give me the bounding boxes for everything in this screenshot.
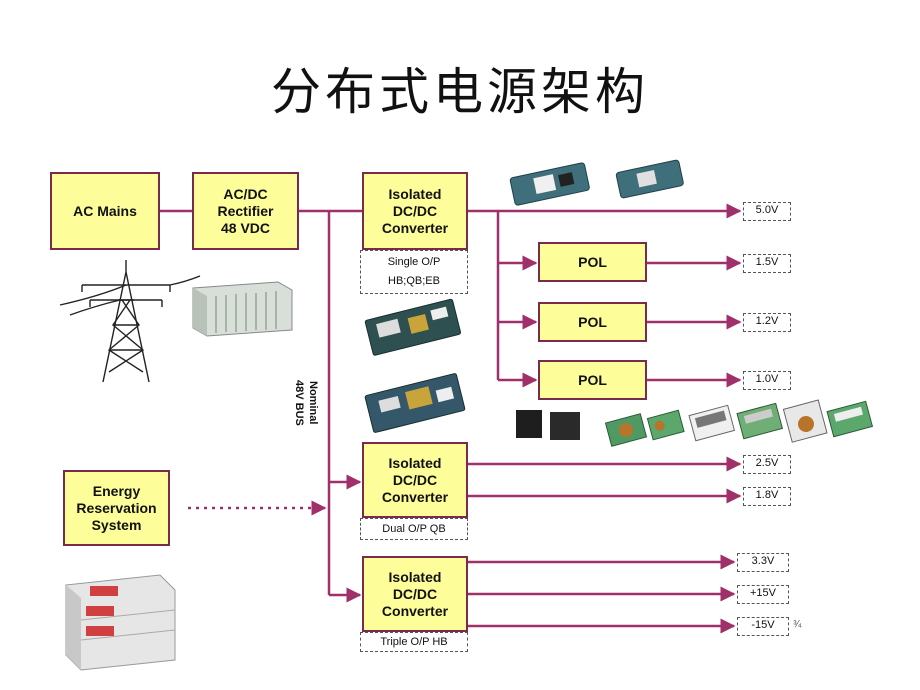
isolated-module-images — [364, 159, 684, 433]
pol-image-4 — [646, 409, 685, 441]
single-output-label: Single O/P HB;QB;EB — [360, 250, 468, 294]
pol-image-2 — [550, 412, 580, 440]
bus-label-line-2: 48V BUS — [293, 380, 305, 426]
triple-output-label: Triple O/P HB — [360, 632, 468, 652]
pol-image-1 — [516, 410, 542, 438]
output-1v2: 1.2V — [743, 313, 791, 332]
isolated-converter-1: Isolated DC/DC Converter — [362, 172, 468, 250]
energy-reservation-block: Energy Reservation System — [63, 470, 170, 546]
pol-module-images — [516, 399, 874, 447]
rectifier-cabinet-image — [192, 281, 293, 337]
output-3v3: 3.3V — [737, 553, 789, 572]
bus-label: Nominal 48V BUS — [276, 372, 320, 434]
battery-rack-image — [65, 574, 176, 671]
isolated-converter-3: Isolated DC/DC Converter — [362, 556, 468, 632]
pol-block-2: POL — [538, 302, 647, 342]
pol-block-1: POL — [538, 242, 647, 282]
isolated-converter-2: Isolated DC/DC Converter — [362, 442, 468, 518]
module-image-3 — [364, 298, 462, 356]
output-5v: 5.0V — [743, 202, 791, 221]
pol-image-7 — [782, 399, 828, 443]
output-1v0: 1.0V — [743, 371, 791, 390]
module-image-4 — [364, 373, 466, 433]
pol-image-3 — [604, 413, 648, 447]
output-1v8: 1.8V — [743, 487, 791, 506]
module-image-1 — [509, 162, 590, 206]
stray-mark: ¾ — [793, 619, 802, 630]
output-2v5: 2.5V — [743, 455, 791, 474]
pol-image-6 — [736, 402, 784, 440]
ac-mains-block: AC Mains — [50, 172, 160, 250]
output-1v5: 1.5V — [743, 254, 791, 273]
dual-output-label: Dual O/P QB — [360, 518, 468, 540]
output-plus15v: +15V — [737, 585, 789, 604]
output-minus15v: -15V — [737, 617, 789, 636]
pol-block-3: POL — [538, 360, 647, 400]
pol-image-5 — [688, 404, 736, 442]
module-image-2 — [615, 159, 684, 199]
page-title: 分布式电源架构 — [271, 63, 649, 121]
bus-label-line-1: Nominal — [307, 381, 319, 425]
rectifier-block: AC/DC Rectifier 48 VDC — [192, 172, 299, 250]
transmission-tower-image — [59, 260, 201, 383]
pol-image-8 — [826, 400, 874, 438]
